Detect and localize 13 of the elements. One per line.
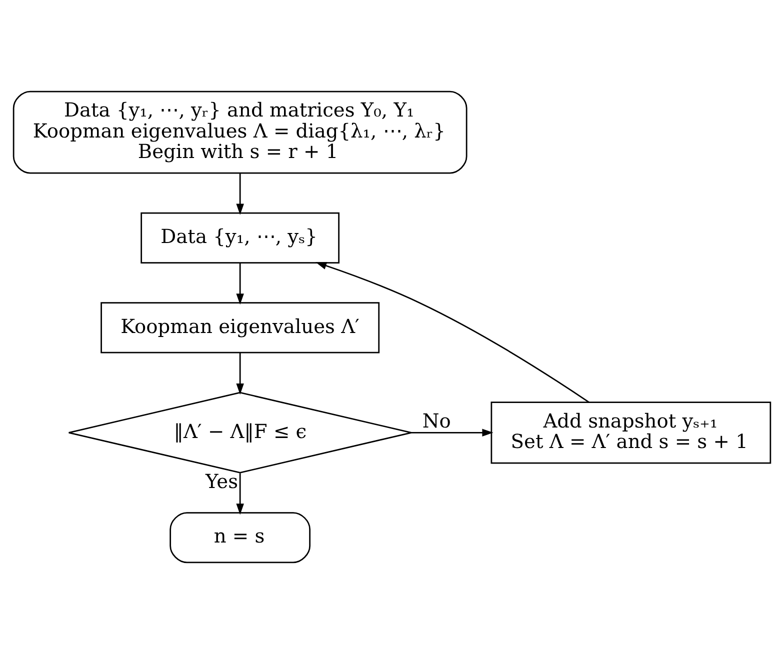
arrow [236, 352, 244, 394]
arrow [236, 472, 244, 514]
node-diamond: ‖Λ′ − Λ‖F ≤ ϵ [68, 391, 412, 473]
node-box: Koopman eigenvalues Λ′ [100, 302, 380, 353]
arrow [236, 262, 244, 304]
node-box: Add snapshot yₛ₊₁ Set Λ = Λ′ and s = s + 1 [490, 401, 772, 464]
node-box: Data {y₁, ⋯, yₛ} [140, 212, 340, 263]
arrow [316, 262, 590, 402]
edge-label: No [422, 408, 451, 432]
arrow [411, 428, 494, 436]
node-box: n = s [170, 512, 311, 563]
node-box: Data {y₁, ⋯, yᵣ} and matrices Y₀, Y₁ Koopman eigenvalues Λ = diag{λ₁, ⋯, λᵣ} Begin with s = r + 1 [12, 90, 468, 174]
arrow [236, 172, 244, 214]
